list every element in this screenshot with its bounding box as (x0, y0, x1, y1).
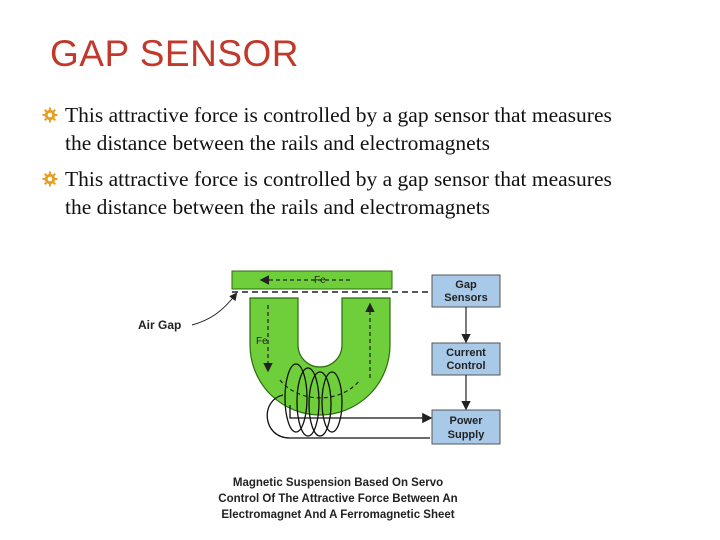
power-supply-label-1: Power (449, 415, 483, 427)
gap-sensors-box: Gap Sensors (431, 274, 501, 308)
current-control-label-1: Current (446, 347, 486, 359)
caption-line-3: Electromagnet And A Ferromagnetic Sheet (221, 509, 454, 521)
bullet-item: This attractive force is controlled by a… (42, 165, 642, 221)
current-control-box: Current Control (431, 342, 501, 376)
bullet-text: This attractive force is controlled by a… (65, 167, 612, 219)
gear-bullet-icon (42, 107, 58, 123)
gap-sensors-label-1: Gap (455, 279, 477, 291)
bullet-text: This attractive force is controlled by a… (65, 103, 612, 155)
caption-line-2: Control Of The Attractive Force Between … (218, 493, 457, 505)
gear-bullet-icon (42, 171, 58, 187)
air-gap-pointer (191, 292, 238, 326)
power-supply-label-2: Supply (448, 429, 486, 441)
slide-title: GAP SENSOR (50, 33, 300, 74)
air-gap-label: Air Gap (138, 318, 181, 332)
coil-lead-1 (289, 405, 433, 424)
bullet-list: This attractive force is controlled by a… (42, 101, 642, 229)
gap-sensors-label-2: Sensors (444, 292, 487, 304)
magnetic-suspension-diagram: Fe Fe Air Gap Gap Sensors Curre (130, 265, 510, 530)
fe-label-left: Fe (256, 336, 268, 347)
coil-lead-2 (266, 394, 430, 439)
fe-label-top: Fe (314, 275, 326, 286)
bullet-item: This attractive force is controlled by a… (42, 101, 642, 157)
power-supply-box: Power Supply (431, 409, 501, 445)
current-control-label-2: Control (446, 360, 485, 372)
flux-path-bottom (279, 379, 361, 399)
caption-line-1: Magnetic Suspension Based On Servo (233, 477, 443, 489)
coil-windings (284, 363, 343, 437)
